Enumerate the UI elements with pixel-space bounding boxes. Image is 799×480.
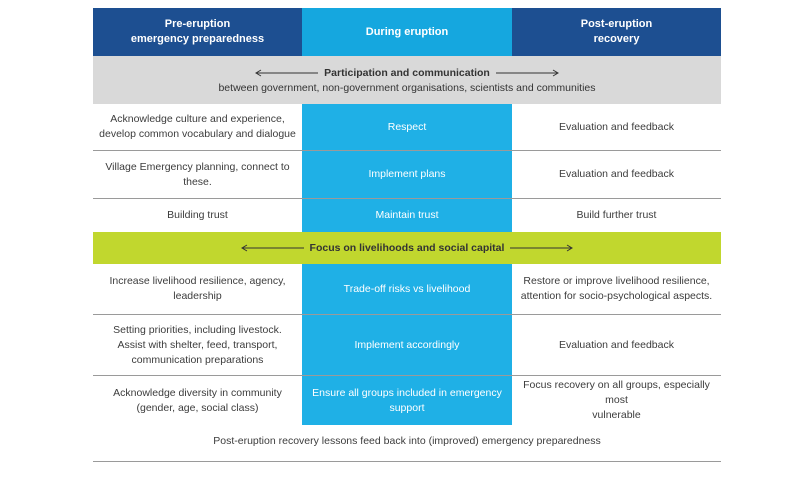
table-row: Building trust Maintain trust Build furt… bbox=[93, 199, 721, 232]
left-arrow-icon bbox=[240, 244, 304, 252]
during-cell: Implement plans bbox=[302, 151, 512, 198]
during-cell: Trade-off risks vs livelihood bbox=[302, 264, 512, 314]
header-pre-line1: Pre-eruption bbox=[164, 18, 231, 30]
header-row: Pre-eruption emergency preparedness Duri… bbox=[93, 8, 721, 56]
pre-cell: Building trust bbox=[167, 209, 228, 221]
banner-participation-subtitle: between government, non-government organ… bbox=[218, 81, 596, 94]
banner-participation-title: Participation and communication bbox=[324, 66, 490, 79]
during-cell: Implement accordingly bbox=[302, 315, 512, 375]
header-post-eruption: Post-eruption recovery bbox=[512, 8, 721, 56]
header-pre-line2: emergency preparedness bbox=[130, 33, 265, 45]
framework-table: Pre-eruption emergency preparedness Duri… bbox=[93, 8, 721, 425]
post-cell: Focus recovery on all groups, especially… bbox=[523, 379, 710, 421]
table-row: Setting priorities, including livestock.… bbox=[93, 315, 721, 376]
post-cell: Evaluation and feedback bbox=[558, 120, 674, 133]
header-post-line2: recovery bbox=[593, 33, 640, 45]
banner-participation: Participation and communication between … bbox=[93, 56, 721, 104]
during-cell: Maintain trust bbox=[302, 199, 512, 232]
table-row: Acknowledge culture and experience,devel… bbox=[93, 104, 721, 151]
header-post-line1: Post-eruption bbox=[580, 18, 653, 30]
header-during-eruption: During eruption bbox=[302, 8, 512, 56]
footer-note: Post-eruption recovery lessons feed back… bbox=[93, 421, 721, 462]
right-arrow-icon bbox=[495, 69, 559, 76]
pre-cell: Setting priorities, including livestock.… bbox=[113, 323, 282, 366]
post-cell: Evaluation and feedback bbox=[558, 168, 674, 180]
header-pre-eruption: Pre-eruption emergency preparedness bbox=[93, 8, 302, 56]
pre-cell: Increase livelihood resilience, agency,l… bbox=[109, 275, 286, 302]
left-arrow-icon bbox=[255, 69, 319, 76]
pre-cell: Acknowledge culture and experience,devel… bbox=[99, 113, 296, 140]
banner-livelihoods-title: Focus on livelihoods and social capital bbox=[309, 242, 505, 254]
post-cell: Restore or improve livelihood resilience… bbox=[520, 275, 713, 302]
table-row: Acknowledge diversity in community(gende… bbox=[93, 376, 721, 425]
post-cell: Build further trust bbox=[576, 209, 657, 221]
banner-livelihoods: Focus on livelihoods and social capital bbox=[93, 232, 721, 264]
pre-cell: Acknowledge diversity in community(gende… bbox=[113, 386, 282, 414]
post-cell: Evaluation and feedback bbox=[558, 338, 674, 351]
during-cell: Respect bbox=[302, 104, 512, 150]
table-row: Increase livelihood resilience, agency,l… bbox=[93, 264, 721, 315]
right-arrow-icon bbox=[510, 244, 574, 252]
